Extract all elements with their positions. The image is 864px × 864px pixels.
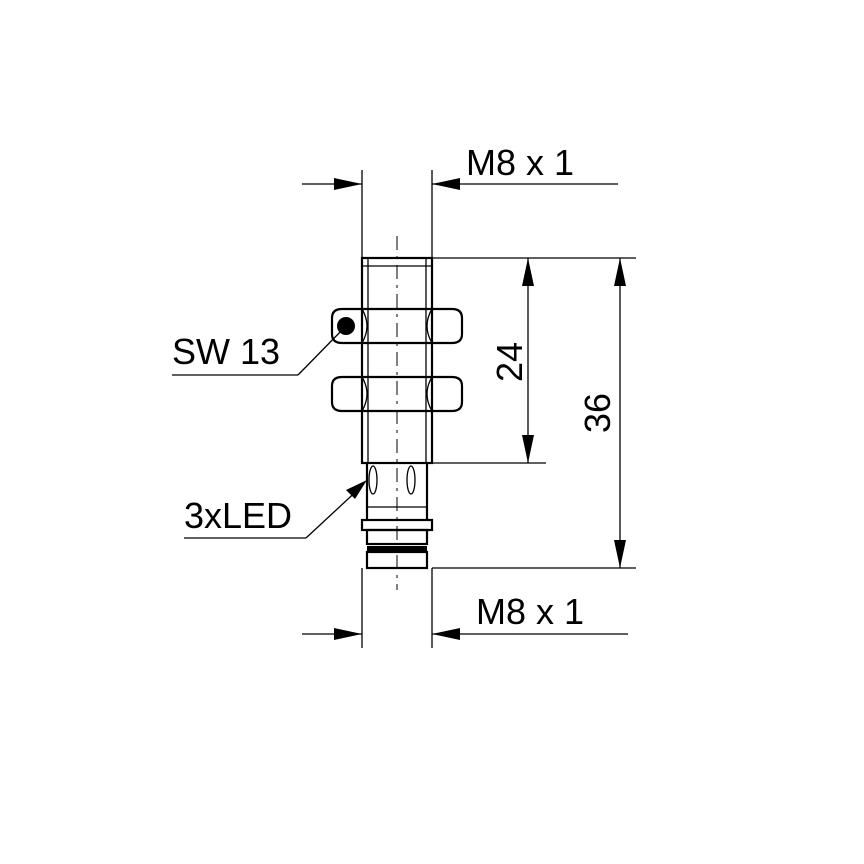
dimension-24-label: 24 bbox=[489, 342, 530, 382]
wrench-size-label: SW 13 bbox=[172, 331, 280, 372]
led-leader bbox=[184, 480, 367, 539]
sensor-body bbox=[330, 256, 464, 570]
dimension-24 bbox=[432, 257, 636, 464]
led-label: 3xLED bbox=[184, 495, 292, 536]
top-thread-dimension bbox=[302, 170, 618, 258]
led-section bbox=[365, 463, 429, 520]
connector bbox=[360, 518, 434, 570]
dimension-36-label: 36 bbox=[577, 393, 618, 433]
bottom-thread-dimension bbox=[302, 568, 628, 648]
hex-nut-upper bbox=[330, 307, 464, 345]
bottom-thread-label: M8 x 1 bbox=[476, 591, 584, 632]
top-thread-label: M8 x 1 bbox=[466, 142, 574, 183]
wrench-size-leader bbox=[172, 317, 355, 376]
dimension-36 bbox=[432, 258, 636, 569]
hex-nut-lower bbox=[330, 375, 464, 413]
